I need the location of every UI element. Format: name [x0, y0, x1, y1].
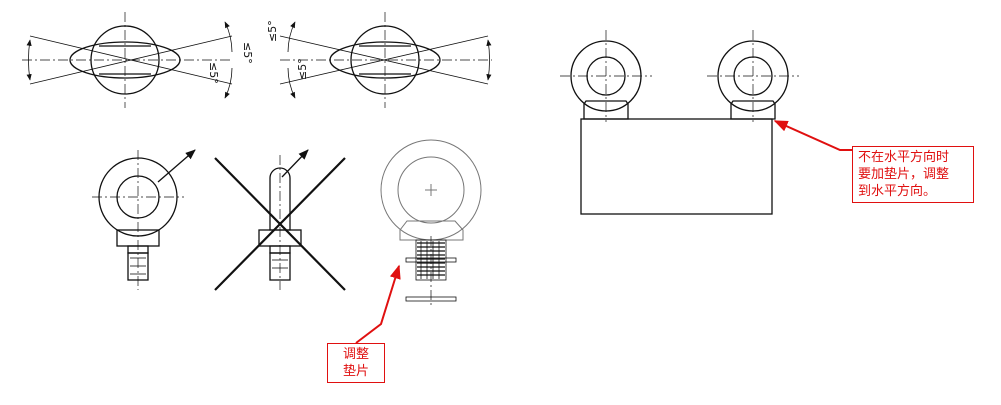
angle-label-1: ≤5°	[241, 42, 254, 64]
horizontal-callout-line-2: 要加垫片，调整	[858, 167, 950, 182]
shim-callout: 调整 垫片	[327, 343, 385, 383]
shim-callout-line-2: 垫片	[342, 364, 369, 379]
horizontal-callout-line-3: 到水平方向。	[858, 184, 937, 199]
top-view-right	[279, 12, 492, 108]
eye-bolt-correct	[92, 149, 196, 290]
top-view-left	[22, 12, 233, 108]
eye-bolt-wrong	[214, 149, 346, 291]
shim-callout-line-1: 调整	[342, 347, 369, 362]
eye-bolt-with-shim	[380, 139, 482, 305]
horizontal-callout-line-1: 不在水平方向时	[858, 150, 950, 165]
angle-label-3: ≤5°	[266, 20, 279, 42]
load-plate	[580, 118, 773, 215]
load-direction-arrow	[157, 149, 196, 183]
angle-label-2: ≤5°	[207, 62, 220, 84]
shim-leader-arrow	[355, 264, 401, 344]
angle-label-4: ≤5°	[296, 58, 309, 80]
plate-with-eye-bolts	[560, 30, 799, 215]
horizontal-callout: 不在水平方向时 要加垫片，调整 到水平方向。	[852, 146, 974, 203]
horizontal-leader-arrow	[773, 120, 852, 151]
